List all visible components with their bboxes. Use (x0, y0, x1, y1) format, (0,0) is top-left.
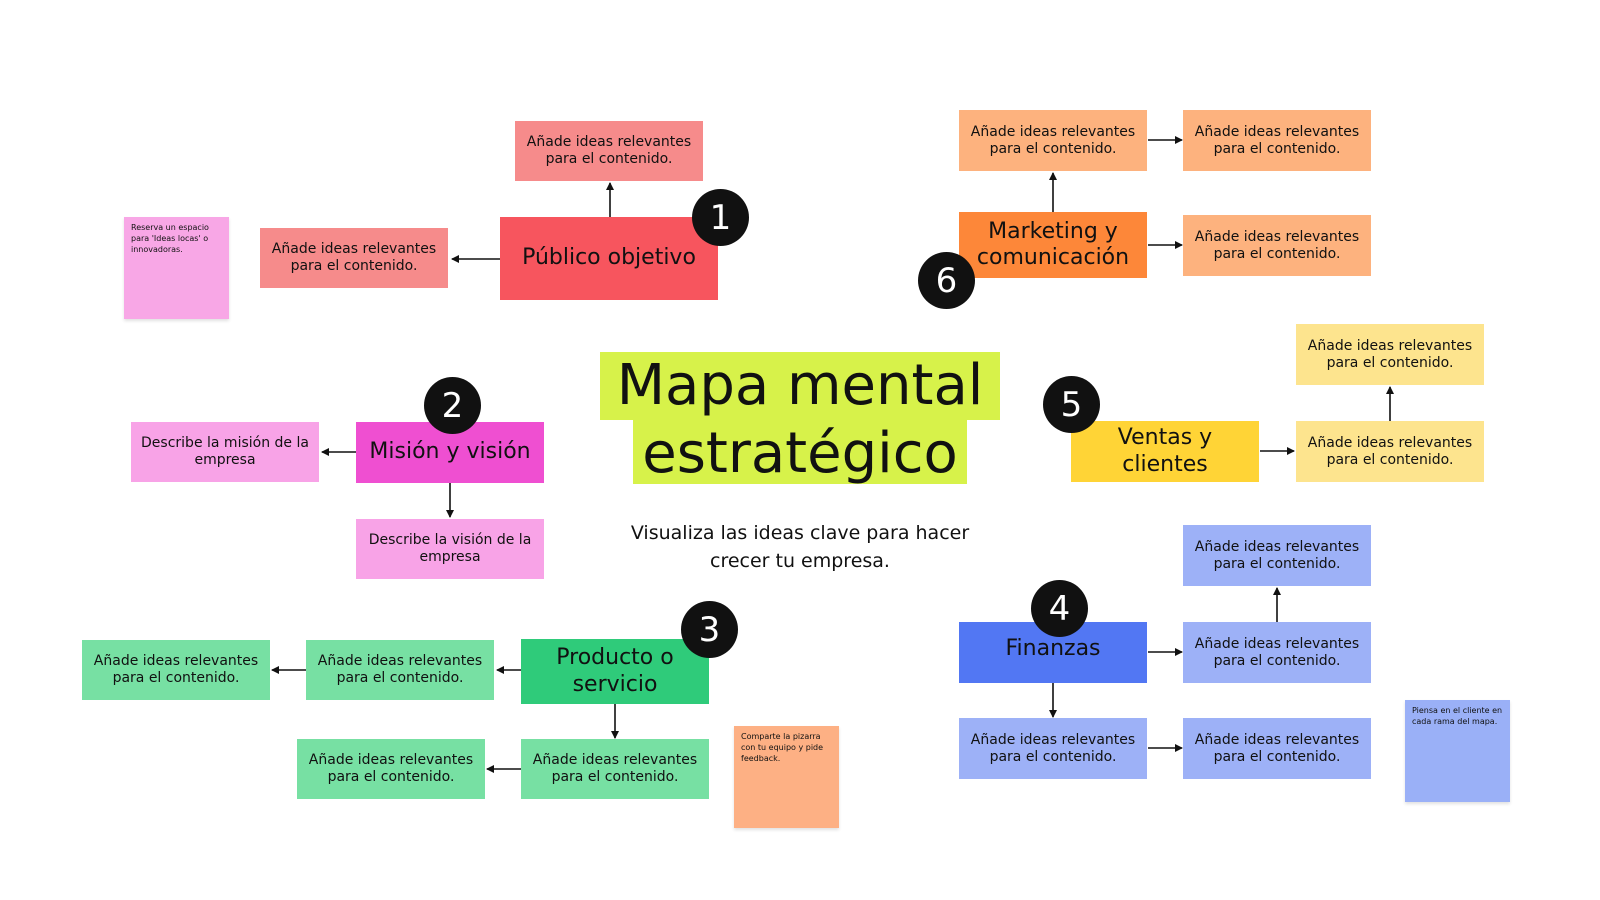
idea-marketing-1[interactable]: Añade ideas relevantes para el contenido… (959, 110, 1147, 171)
title-block: Mapa mental estratégico (600, 352, 1000, 497)
page-title[interactable]: Mapa mental estratégico (616, 353, 984, 486)
sticky-note-cliente[interactable]: Piensa en el cliente en cada rama del ma… (1405, 700, 1510, 802)
node-publico-objetivo[interactable]: Público objetivo (500, 217, 718, 300)
page-subtitle[interactable]: Visualiza las ideas clave para hacer cre… (630, 522, 970, 572)
title-highlight (600, 352, 1000, 420)
number-badge-2: 2 (424, 377, 481, 434)
idea-producto-2[interactable]: Añade ideas relevantes para el contenido… (82, 640, 270, 700)
idea-finanzas-1[interactable]: Añade ideas relevantes para el contenido… (1183, 525, 1371, 586)
idea-finanzas-3[interactable]: Añade ideas relevantes para el contenido… (959, 718, 1147, 779)
idea-producto-4[interactable]: Añade ideas relevantes para el contenido… (297, 739, 485, 799)
number-badge-3: 3 (681, 601, 738, 658)
idea-marketing-3[interactable]: Añade ideas relevantes para el contenido… (1183, 215, 1371, 276)
idea-producto-1[interactable]: Añade ideas relevantes para el contenido… (306, 640, 494, 700)
node-producto-servicio[interactable]: Producto o servicio (521, 639, 709, 704)
node-marketing-comunicacion[interactable]: Marketing y comunicación (959, 212, 1147, 278)
title-highlight (633, 420, 967, 484)
idea-vision[interactable]: Describe la visión de la empresa (356, 519, 544, 579)
idea-producto-3[interactable]: Añade ideas relevantes para el contenido… (521, 739, 709, 799)
idea-publico-2[interactable]: Añade ideas relevantes para el contenido… (260, 228, 448, 288)
idea-publico-1[interactable]: Añade ideas relevantes para el contenido… (515, 121, 703, 181)
number-badge-6: 6 (918, 252, 975, 309)
idea-marketing-2[interactable]: Añade ideas relevantes para el contenido… (1183, 110, 1371, 171)
node-ventas-clientes[interactable]: Ventas y clientes (1071, 421, 1259, 482)
idea-ventas-1[interactable]: Añade ideas relevantes para el contenido… (1296, 324, 1484, 385)
sticky-note-ideas-locas[interactable]: Reserva un espacio para 'Ideas locas' o … (124, 217, 229, 319)
number-badge-5: 5 (1043, 376, 1100, 433)
number-badge-1: 1 (692, 189, 749, 246)
number-badge-4: 4 (1031, 580, 1088, 637)
sticky-note-compartir[interactable]: Comparte la pizarra con tu equipo y pide… (734, 726, 839, 828)
idea-mision[interactable]: Describe la misión de la empresa (131, 422, 319, 482)
idea-finanzas-2[interactable]: Añade ideas relevantes para el contenido… (1183, 622, 1371, 683)
idea-finanzas-4[interactable]: Añade ideas relevantes para el contenido… (1183, 718, 1371, 779)
idea-ventas-2[interactable]: Añade ideas relevantes para el contenido… (1296, 421, 1484, 482)
